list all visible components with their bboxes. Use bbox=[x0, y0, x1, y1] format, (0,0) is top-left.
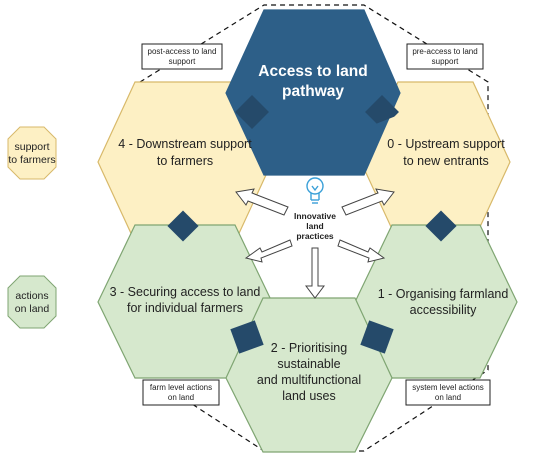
center-label-line1: Innovative bbox=[294, 211, 336, 221]
box-post-access: post-access to land support bbox=[141, 43, 223, 70]
center-arrows bbox=[235, 188, 395, 299]
box-system-level: system level actions on land bbox=[405, 379, 491, 406]
legend-support-line2: to farmers bbox=[8, 154, 55, 166]
connector-square-bottom-left bbox=[230, 320, 264, 354]
connector-diamond-left bbox=[167, 210, 199, 242]
connector-diamond-right bbox=[425, 210, 457, 242]
hex3-label-line1: 3 - Securing access to land bbox=[110, 285, 261, 299]
arrow-to-upper-left bbox=[235, 188, 289, 216]
legend-actions-line2: on land bbox=[15, 303, 50, 315]
hex3-label-line2: for individual farmers bbox=[127, 301, 243, 315]
arrow-to-lower-left bbox=[244, 239, 293, 263]
lightbulb-icon bbox=[306, 177, 324, 204]
box-system-level-line2: on land bbox=[435, 393, 461, 402]
box-farm-level-line2: on land bbox=[168, 393, 194, 402]
box-farm-level: farm level actions on land bbox=[142, 379, 220, 406]
center-label-line3: practices bbox=[296, 231, 334, 241]
arrow-down bbox=[305, 247, 325, 299]
hex4-label-line1: 4 - Downstream support bbox=[118, 137, 252, 151]
hex-access-to-land-pathway bbox=[225, 9, 401, 176]
hex-prioritising-land-uses bbox=[225, 297, 393, 453]
legend-actions-on-land: actions on land bbox=[7, 275, 57, 329]
hex1-label-line2: accessibility bbox=[410, 303, 477, 317]
box-system-level-line1: system level actions bbox=[412, 383, 484, 392]
hex0-label-line2: to new entrants bbox=[403, 154, 488, 168]
box-farm-level-line1: farm level actions bbox=[150, 383, 212, 392]
arrow-to-lower-right bbox=[337, 239, 386, 263]
legend-support-line1: support bbox=[14, 141, 49, 153]
hex4-label-line2: to farmers bbox=[157, 154, 213, 168]
top-hex-title-line1: Access to land bbox=[258, 63, 367, 80]
hex1-label-line1: 1 - Organising farmland bbox=[378, 287, 509, 301]
connector-square-bottom-right bbox=[360, 320, 394, 354]
box-post-access-line2: support bbox=[169, 57, 196, 66]
hex2-label-line1: 2 - Prioritising bbox=[271, 341, 347, 355]
arrow-to-upper-right bbox=[341, 188, 395, 216]
top-hex-title-line2: pathway bbox=[282, 83, 344, 100]
box-post-access-line1: post-access to land bbox=[148, 47, 217, 56]
legend-support-to-farmers: support to farmers bbox=[7, 126, 57, 180]
box-pre-access-line2: support bbox=[432, 57, 459, 66]
box-pre-access-line1: pre-access to land bbox=[412, 47, 477, 56]
box-pre-access: pre-access to land support bbox=[406, 43, 484, 70]
hex2-label-line4: land uses bbox=[282, 389, 336, 403]
hex0-label-line1: 0 - Upstream support bbox=[387, 137, 505, 151]
hex2-label-line3: and multifunctional bbox=[257, 373, 361, 387]
hex2-label-line2: sustainable bbox=[277, 357, 340, 371]
center-label-line2: land bbox=[306, 221, 323, 231]
legend-actions-line1: actions bbox=[15, 290, 48, 302]
